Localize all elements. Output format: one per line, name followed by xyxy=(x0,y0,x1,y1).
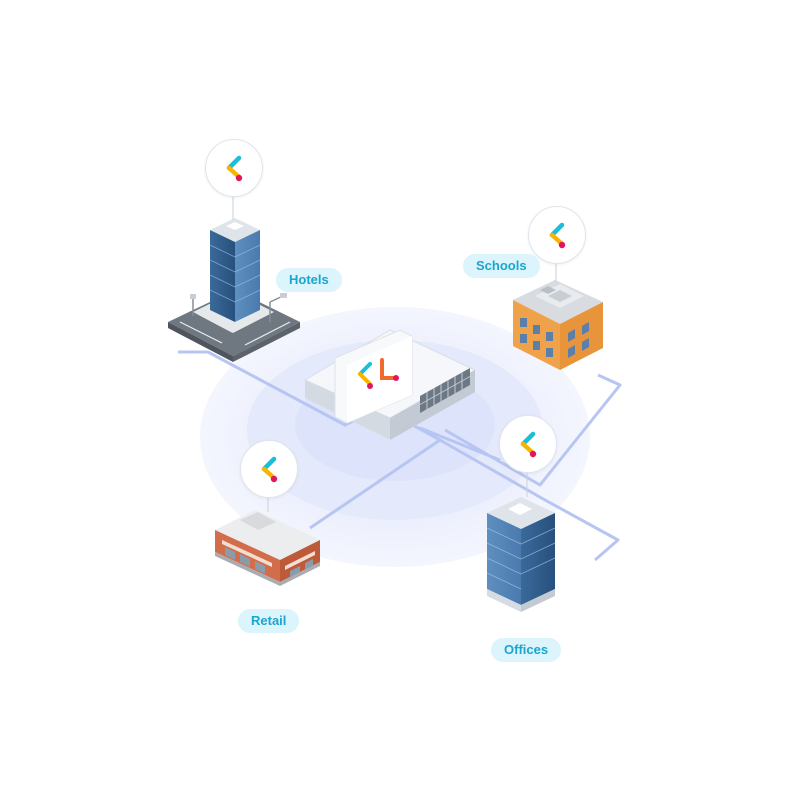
offices-label: Offices xyxy=(491,638,562,662)
switch-logo-icon xyxy=(358,358,399,389)
brand-logo-icon xyxy=(261,456,278,483)
brand-logo-icon xyxy=(226,155,243,182)
link-offices xyxy=(439,438,620,562)
schools-label: Schools xyxy=(463,254,540,278)
brand-logo-icon xyxy=(520,431,537,458)
central-switch xyxy=(303,329,477,440)
offices-logo-badge xyxy=(499,415,557,473)
hotels-building xyxy=(168,218,300,362)
brand-logo-icon xyxy=(549,222,566,249)
retail-building xyxy=(215,510,320,586)
schools-logo-badge xyxy=(528,206,586,264)
badge-stems xyxy=(232,195,557,512)
offices-building xyxy=(486,497,556,612)
retail-label: Retail xyxy=(238,609,300,633)
hotels-label: Hotels xyxy=(276,268,342,292)
link-cross xyxy=(419,426,501,462)
retail-logo-badge xyxy=(240,440,298,498)
schools-building xyxy=(513,280,603,370)
hotels-logo-badge xyxy=(205,139,263,197)
